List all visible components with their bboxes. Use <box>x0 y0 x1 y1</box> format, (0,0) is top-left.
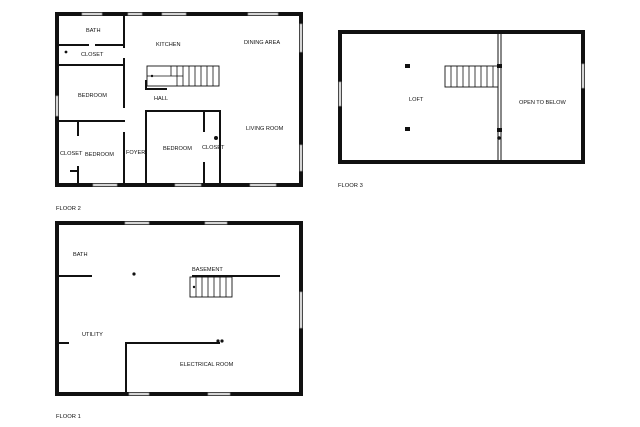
room-label-bath: BATH <box>86 28 101 34</box>
fixture-dot <box>220 339 224 343</box>
wall <box>203 112 205 132</box>
room-label-utility: UTILITY <box>82 332 103 338</box>
floor-1-plan: BATH BASEMENT UTILITY ELECTRICAL ROOM FL… <box>55 221 303 420</box>
window <box>55 95 59 117</box>
room-label-kitchen: KITCHEN <box>156 42 181 48</box>
fixture-dot <box>216 339 220 343</box>
room-label-electrical-room: ELECTRICAL ROOM <box>180 362 234 368</box>
floor3-wall-top <box>338 30 585 34</box>
column <box>405 127 410 131</box>
floor-3-plan: LOFT OPEN TO BELOW FLOOR 3 <box>338 30 585 189</box>
column <box>497 128 502 132</box>
room-label-bath: BATH <box>73 252 88 258</box>
room-label-living-room: LIVING ROOM <box>246 126 284 132</box>
fixture-dot <box>132 272 136 276</box>
wall <box>59 64 125 66</box>
window <box>247 12 279 16</box>
floor-title: FLOOR 1 <box>56 414 81 420</box>
window <box>207 392 231 396</box>
stairs <box>146 65 220 87</box>
window <box>299 144 303 172</box>
column <box>497 64 502 68</box>
floor3-wall-right <box>581 30 585 164</box>
window <box>127 12 143 16</box>
room-label-closet: CLOSET <box>81 52 104 58</box>
room-label-dining-area: DINING AREA <box>244 40 280 46</box>
fixture-dot <box>497 136 501 140</box>
window <box>92 183 118 187</box>
wall <box>203 162 205 183</box>
wall <box>219 110 221 183</box>
window <box>124 221 150 225</box>
wall <box>95 44 125 46</box>
fixture-dot <box>214 136 218 140</box>
fixture-dot <box>64 50 68 54</box>
window <box>581 63 585 89</box>
floor-2-plan: BATH CLOSET KITCHEN DINING AREA BEDROOM … <box>55 12 303 212</box>
window <box>249 183 277 187</box>
floor-title: FLOOR 3 <box>338 183 363 189</box>
room-label-bedroom: BEDROOM <box>163 146 192 152</box>
window <box>81 12 103 16</box>
wall <box>145 110 221 112</box>
room-label-open-to-below: OPEN TO BELOW <box>519 100 566 106</box>
room-label-loft: LOFT <box>409 97 424 103</box>
wall <box>123 66 125 108</box>
wall <box>145 110 147 183</box>
window <box>299 23 303 53</box>
wall <box>77 166 79 183</box>
wall <box>70 170 77 172</box>
wall <box>59 44 89 46</box>
room-label-closet: CLOSET <box>60 151 83 157</box>
room-label-foyer: FOYER <box>126 150 145 156</box>
floor1-wall-bottom <box>55 392 303 396</box>
room-label-bedroom: BEDROOM <box>78 93 107 99</box>
wall <box>125 342 127 392</box>
wall <box>123 132 125 183</box>
wall <box>59 275 92 277</box>
window <box>174 183 202 187</box>
room-label-hall: HALL <box>154 96 168 102</box>
stairs <box>444 65 499 88</box>
window <box>299 291 303 329</box>
window <box>161 12 187 16</box>
fixture-dot <box>150 74 154 78</box>
fixture-dot <box>192 285 196 289</box>
floor1-wall-left <box>55 221 59 396</box>
window <box>128 392 150 396</box>
wall <box>192 275 280 277</box>
wall <box>123 58 125 66</box>
wall <box>123 16 125 48</box>
stairs <box>189 276 233 298</box>
wall <box>145 88 167 90</box>
room-label-bedroom: BEDROOM <box>85 152 114 158</box>
floor1-wall-top <box>55 221 303 225</box>
window <box>204 221 228 225</box>
floor-title: FLOOR 2 <box>56 206 81 212</box>
wall <box>125 342 220 344</box>
column <box>405 64 410 68</box>
room-label-basement: BASEMENT <box>192 267 223 273</box>
floor2-wall-right <box>299 12 303 187</box>
wall <box>59 120 125 122</box>
room-label-closet: CLOSET <box>202 145 225 151</box>
window <box>338 81 342 107</box>
wall <box>59 342 69 344</box>
wall <box>77 122 79 136</box>
wall <box>145 80 147 90</box>
floor3-wall-bottom <box>338 160 585 164</box>
